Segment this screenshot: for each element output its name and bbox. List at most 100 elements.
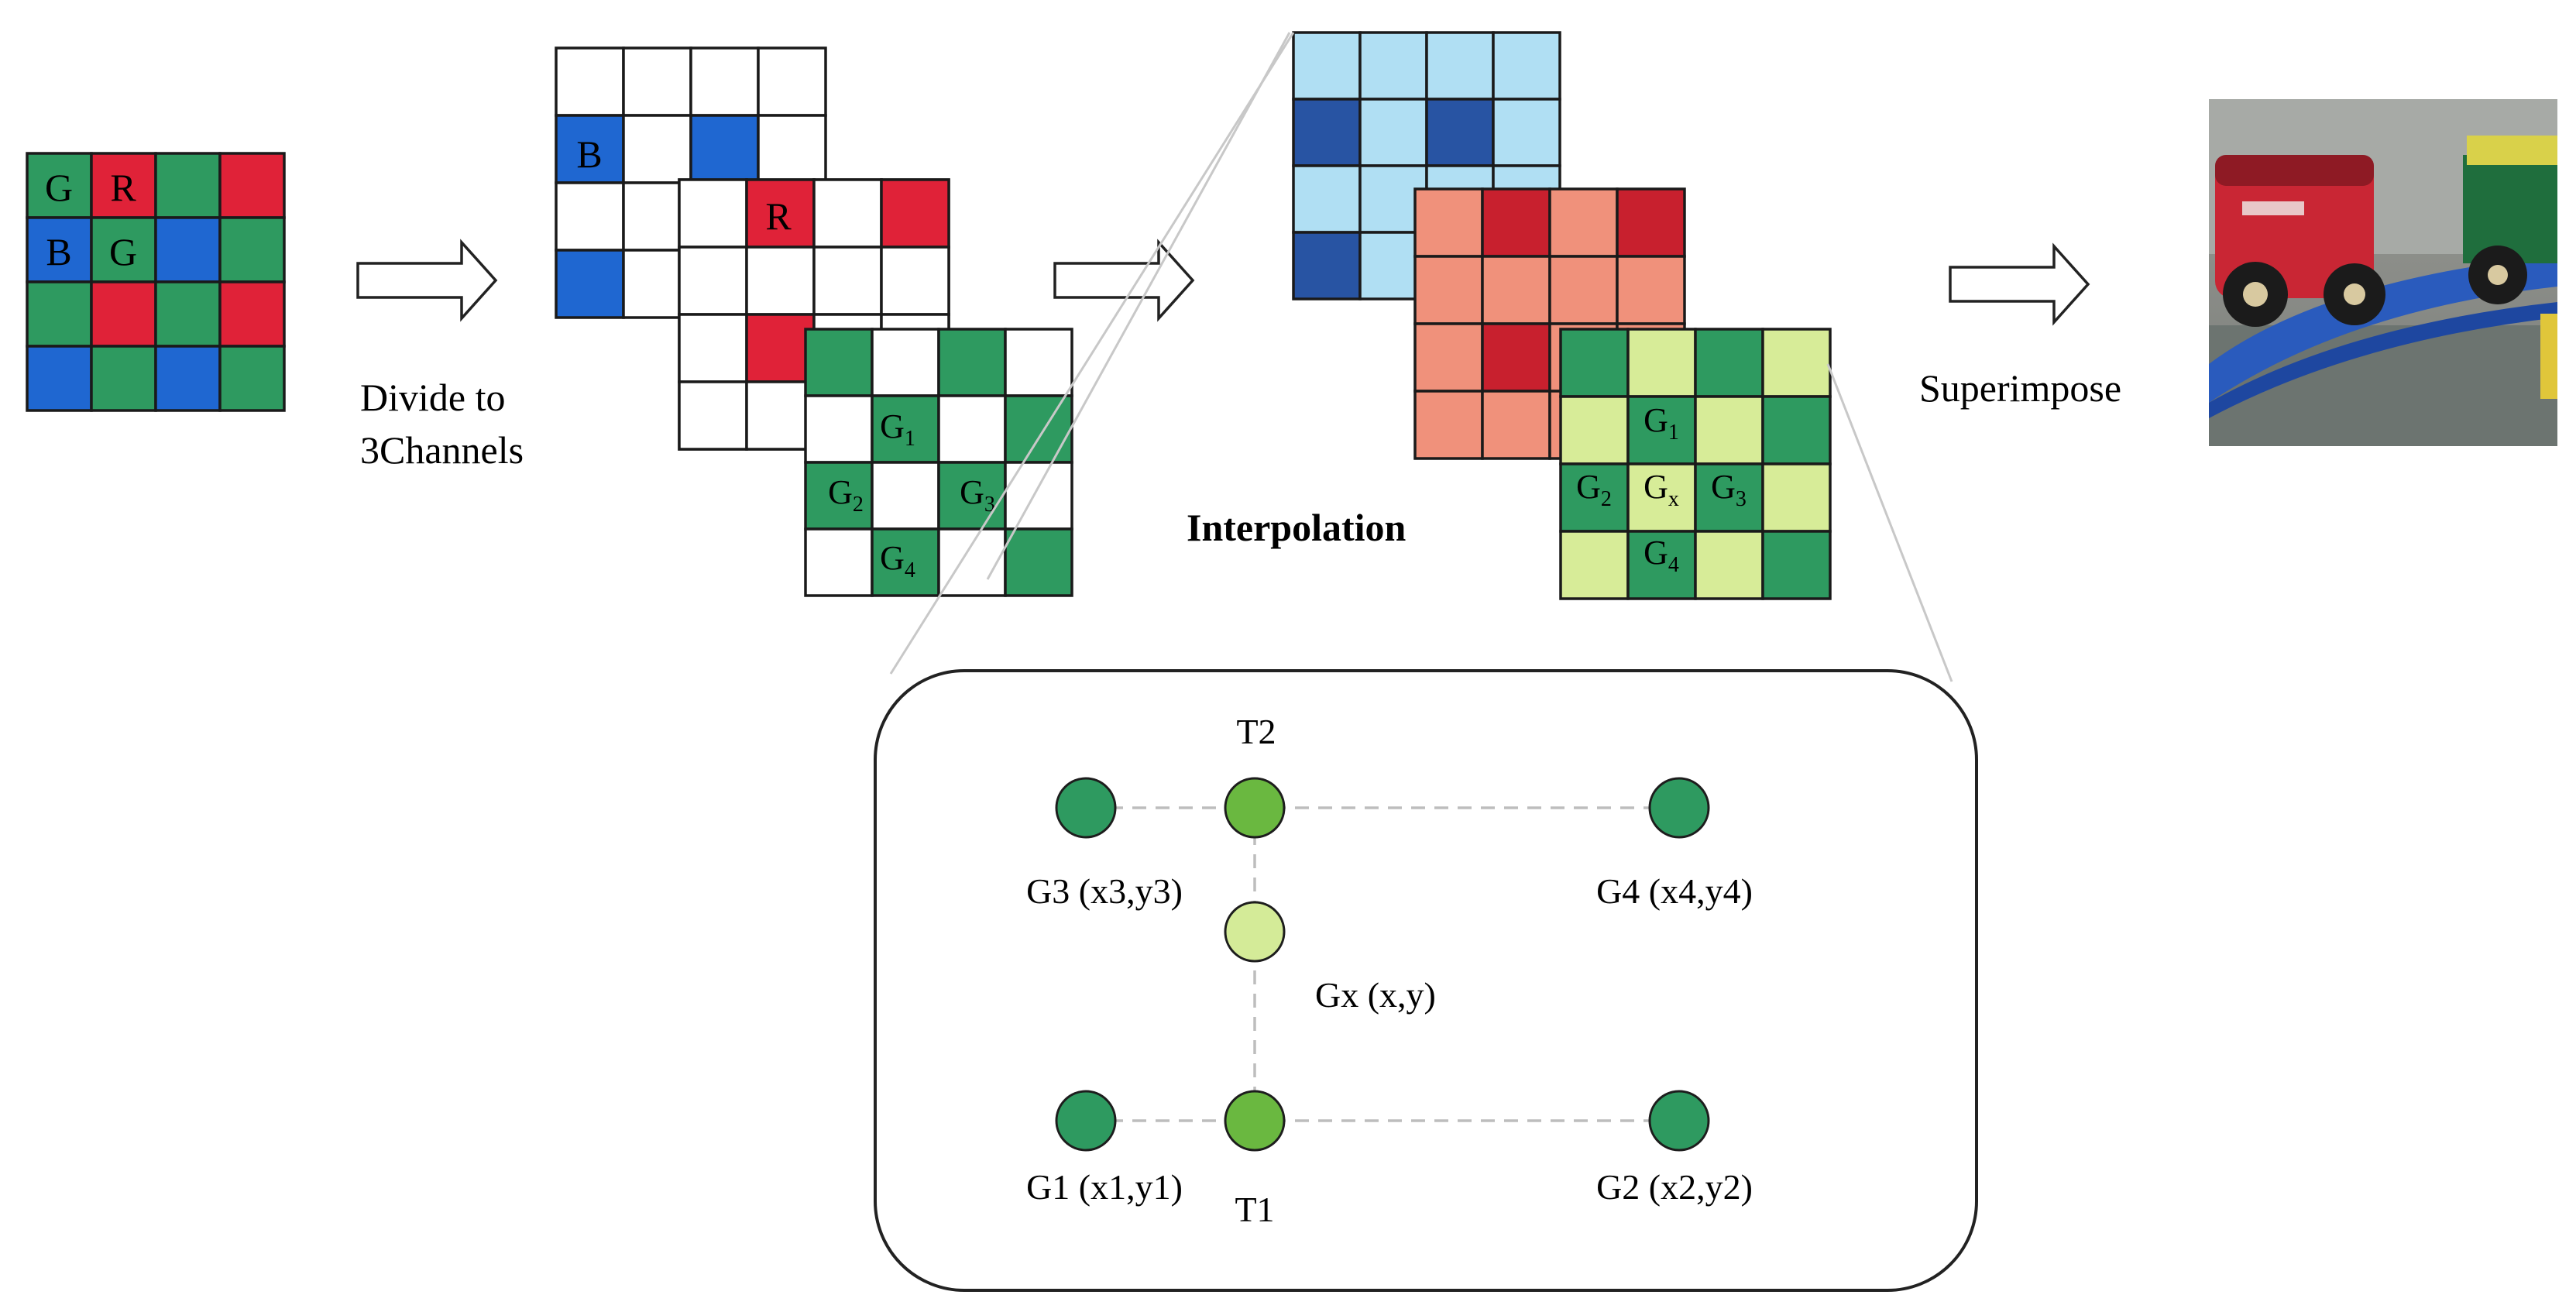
- grid-cell: [871, 328, 940, 397]
- grid-cell: [745, 313, 816, 383]
- t1-label: T1: [1235, 1190, 1274, 1229]
- grid-cell: [555, 114, 625, 184]
- grid-cell: [154, 345, 222, 412]
- grid-cell: [689, 46, 760, 117]
- interp-g3-label: G3: [1711, 468, 1747, 511]
- grid-cell: [678, 178, 748, 249]
- grid-cell: [812, 178, 883, 249]
- grid-cell: [1492, 98, 1561, 167]
- superimpose-label: Superimpose: [1919, 366, 2121, 410]
- node-gx: [1224, 901, 1286, 963]
- grid-cell: [1292, 164, 1362, 234]
- grid-cell: [1548, 255, 1619, 325]
- grid-cell: [1626, 328, 1697, 398]
- grid-cell: [1413, 187, 1484, 258]
- grid-cell: [880, 178, 950, 249]
- grid-cell: [1626, 530, 1697, 600]
- interpolation-title: Interpolation: [1187, 506, 1406, 549]
- grid-cell: [937, 394, 1007, 464]
- grid-cell: [1425, 98, 1495, 167]
- green-g1-label: G1: [880, 407, 915, 451]
- bayer-cell-g2-label: G: [109, 230, 137, 273]
- grid-cell: [1004, 394, 1073, 464]
- grid-cell: [1413, 255, 1484, 325]
- grid-cell: [1413, 322, 1484, 393]
- grid-cell: [1358, 31, 1428, 101]
- grid-cell: [804, 394, 874, 464]
- grid-cell: [622, 114, 692, 184]
- grid-cell: [90, 280, 157, 348]
- grid-cell: [1004, 461, 1073, 531]
- grid-cell: [154, 280, 222, 348]
- grid-cell: [1292, 231, 1362, 301]
- grid-cell: [1548, 187, 1619, 258]
- grid-cell: [1694, 395, 1764, 465]
- g1-label: G1 (x1,y1): [1026, 1167, 1183, 1207]
- node-g2: [1648, 1090, 1710, 1152]
- grid-cell: [90, 345, 157, 412]
- grid-cell: [804, 461, 874, 531]
- grid-cell: [154, 216, 222, 283]
- bayer-cell-r-label: R: [110, 166, 136, 209]
- grid-cell: [555, 249, 625, 319]
- t2-label: T2: [1236, 712, 1276, 751]
- grid-cell: [1413, 390, 1484, 460]
- grid-cell: [218, 345, 286, 412]
- grid-cell: [1292, 98, 1362, 167]
- red-channel-r-label: R: [765, 194, 792, 238]
- grid-cell: [555, 46, 625, 117]
- grid-cell: [678, 246, 748, 316]
- grid-cell: [937, 328, 1007, 397]
- grid-cell: [1694, 462, 1764, 533]
- grid-cell: [1481, 322, 1551, 393]
- grid-cell: [1761, 395, 1832, 465]
- grid-cell: [1481, 255, 1551, 325]
- grid-cell: [1004, 527, 1073, 597]
- interp-g1-label: G1: [1643, 401, 1679, 445]
- arrow-right-icon: [356, 239, 498, 322]
- green-channel-grid: [804, 328, 1073, 597]
- grid-cell: [1292, 31, 1362, 101]
- node-g3: [1055, 777, 1117, 839]
- grid-cell: [1626, 462, 1697, 533]
- grid-cell: [1761, 328, 1832, 398]
- grid-cell: [745, 178, 816, 249]
- grid-cell: [871, 461, 940, 531]
- grid-cell: [871, 527, 940, 597]
- node-g1: [1055, 1090, 1117, 1152]
- grid-cell: [678, 380, 748, 451]
- grid-cell: [26, 345, 93, 412]
- gx-label: Gx (x,y): [1315, 975, 1436, 1015]
- interpolated-green-grid: [1559, 328, 1832, 600]
- grid-cell: [1616, 255, 1686, 325]
- blue-channel-b-label: B: [576, 132, 602, 176]
- grid-cell: [555, 181, 625, 252]
- g2-label: G2 (x2,y2): [1596, 1167, 1753, 1207]
- grid-cell: [757, 114, 827, 184]
- grid-cell: [26, 280, 93, 348]
- grid-cell: [745, 380, 816, 451]
- bayer-cell-g-label: G: [45, 166, 73, 209]
- grid-cell: [689, 114, 760, 184]
- detail-dashed-lines: [1086, 806, 1679, 1122]
- grid-cell: [1004, 328, 1073, 397]
- grid-cell: [1492, 31, 1561, 101]
- grid-cell: [1694, 328, 1764, 398]
- grid-cell: [1559, 395, 1630, 465]
- grid-cell: [812, 246, 883, 316]
- grid-cell: [90, 216, 157, 283]
- grid-cell: [1694, 530, 1764, 600]
- grid-cell: [218, 152, 286, 219]
- node-t2: [1224, 777, 1286, 839]
- grid-cell: [1559, 328, 1630, 398]
- zoom-lines: [889, 32, 1953, 682]
- divide-label-line1: Divide to: [360, 376, 505, 419]
- divide-label-line2: 3Channels: [360, 428, 524, 472]
- grid-cell: [1761, 530, 1832, 600]
- bayer-cell-b-label: B: [46, 230, 71, 273]
- grid-cell: [218, 280, 286, 348]
- grid-cell: [1616, 187, 1686, 258]
- green-g2-label: G2: [828, 473, 864, 517]
- node-g4: [1648, 777, 1710, 839]
